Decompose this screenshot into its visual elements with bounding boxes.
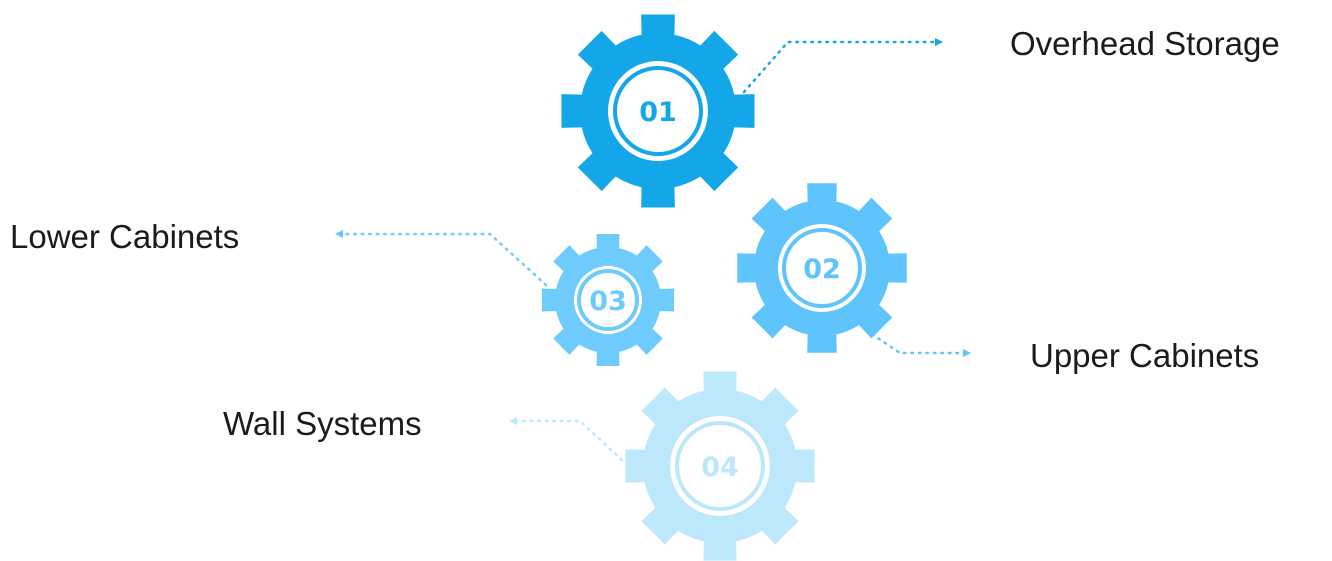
gear-number: 04 bbox=[701, 452, 739, 483]
gear-ring bbox=[675, 421, 765, 511]
gear-01: 01 bbox=[561, 14, 755, 208]
gear-center bbox=[608, 61, 708, 161]
connector-03 bbox=[334, 230, 548, 287]
gear-ring bbox=[613, 66, 703, 156]
connector-01 bbox=[742, 38, 944, 94]
label-overhead-storage: Overhead Storage bbox=[1010, 25, 1280, 62]
label-wall-systems: Wall Systems bbox=[223, 405, 422, 442]
label-upper-cabinets: Upper Cabinets bbox=[1030, 337, 1260, 374]
label-lower-cabinets: Lower Cabinets bbox=[10, 218, 240, 255]
gear-center bbox=[670, 416, 770, 516]
connector-02 bbox=[864, 328, 972, 357]
gear-number: 01 bbox=[639, 97, 677, 128]
connector-04 bbox=[508, 417, 624, 462]
gear-03: 03 bbox=[542, 234, 674, 366]
gear-04: 04 bbox=[625, 371, 815, 561]
gear-center bbox=[778, 224, 866, 312]
gear-center bbox=[574, 266, 642, 334]
gear-02: 02 bbox=[737, 183, 907, 353]
gear-ring bbox=[577, 269, 639, 331]
gear-ring bbox=[782, 228, 862, 308]
gear-number: 02 bbox=[803, 254, 841, 285]
gear-number: 03 bbox=[589, 286, 627, 317]
